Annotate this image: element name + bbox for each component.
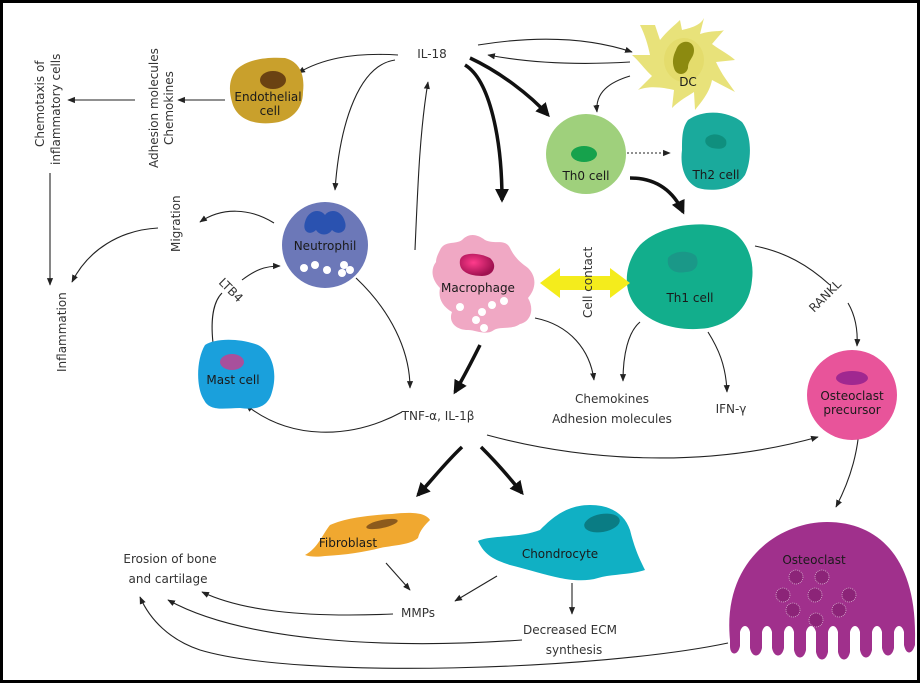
dc-label: DC xyxy=(679,75,697,89)
mmps-label: MMPs xyxy=(401,606,435,620)
arrow-rankl-to-ocprecursor xyxy=(847,302,861,347)
osteoclast-label: Osteoclast xyxy=(782,553,846,567)
dendritic-cell: DC xyxy=(632,18,735,110)
inflammatory-cells-label: inflammatory cells xyxy=(49,54,63,165)
macrophage-nucleus xyxy=(459,253,495,276)
cell-contact-arrow: Cell contact xyxy=(540,247,630,318)
osteoclast-precursor-cell: Osteoclast precursor xyxy=(807,350,897,440)
arrow-dc-to-il18 xyxy=(487,53,631,64)
endothelial-nucleus xyxy=(260,71,286,89)
osteoclast-precursor-label-2: precursor xyxy=(823,403,880,417)
arrow-il18-to-macrophage xyxy=(464,63,509,203)
arrow-th1-to-rankl xyxy=(754,245,831,286)
th1-cell: Th1 cell xyxy=(626,224,753,330)
osteoclast-precursor-label: Osteoclast xyxy=(820,389,884,403)
endothelial-label: Endothelial xyxy=(234,90,301,104)
macrophage-cell: Macrophage xyxy=(432,235,535,333)
arrow-migration-to-inflammation xyxy=(71,227,159,283)
chondrocyte-label: Chondrocyte xyxy=(522,547,598,561)
il18-label: IL-18 xyxy=(417,47,447,61)
macrophage-label: Macrophage xyxy=(441,281,515,295)
mast-nucleus xyxy=(220,354,244,370)
arrow-th0-to-th1 xyxy=(629,176,685,215)
arrow-chondrocyte-to-mmps xyxy=(454,575,498,602)
chemotaxis-label: Chemotaxis of xyxy=(33,60,47,147)
neutrophil-nucleus xyxy=(304,210,346,235)
erosion-label-2: and cartilage xyxy=(128,572,207,586)
arrows xyxy=(46,38,861,669)
arrow-il18-to-endothelial xyxy=(297,53,399,74)
th1-label: Th1 cell xyxy=(665,291,713,305)
th2-cell: Th2 cell xyxy=(681,112,750,190)
th2-label: Th2 cell xyxy=(691,168,739,182)
osteoclast-precursor-nucleus xyxy=(836,371,868,385)
chemokines-out-label: Chemokines xyxy=(575,392,649,406)
rankl-label: RANKL xyxy=(806,277,844,315)
cell-contact-label: Cell contact xyxy=(581,247,595,318)
mast-label: Mast cell xyxy=(206,373,259,387)
arrow-ltb4-to-neutrophil xyxy=(241,262,281,281)
dc-nucleus xyxy=(672,41,694,74)
chemokines-label: Chemokines xyxy=(162,71,176,145)
arrow-ecm-to-erosion xyxy=(167,599,523,645)
osteoclast-cell: Osteoclast xyxy=(729,522,916,660)
ra-pathogenesis-diagram: Endothelial cell DC Th0 cell Th2 cell Th… xyxy=(33,18,916,669)
inflammation-label: Inflammation xyxy=(55,292,69,372)
neutrophil-label: Neutrophil xyxy=(294,239,357,253)
ifn-gamma-label: IFN-γ xyxy=(716,402,747,416)
neutrophil-granules xyxy=(300,261,354,277)
arrow-osteoclast-to-erosion xyxy=(139,596,729,669)
arrow-tnf-to-mast xyxy=(245,404,403,433)
arrow-neutrophil-to-tnf xyxy=(355,277,414,389)
th0-cell: Th0 cell xyxy=(546,114,626,194)
tnf-il1-label: TNF-α, IL-1β xyxy=(401,409,475,423)
arrow-fibroblast-to-mmps xyxy=(385,562,411,591)
arrow-il18-to-dc xyxy=(477,38,633,53)
chondrocyte-cell: Chondrocyte xyxy=(478,505,645,581)
migration-label: Migration xyxy=(169,195,183,252)
arrow-macrophage-to-tnf xyxy=(453,344,482,395)
arrow-macrophage-to-chemokines xyxy=(534,317,597,381)
osteoclast-nuclei xyxy=(775,569,857,628)
adhesion-molecules-out-label: Adhesion molecules xyxy=(552,412,672,426)
arrow-th1-to-chemokines xyxy=(619,321,641,382)
fibroblast-label: Fibroblast xyxy=(319,536,378,550)
ecm-label: Decreased ECM xyxy=(523,623,617,637)
chondrocyte-nucleus xyxy=(584,513,620,533)
arrow-mmps-to-erosion xyxy=(201,591,394,616)
arrow-dc-to-th0 xyxy=(593,75,631,113)
arrow-macrophage-to-il18 xyxy=(414,81,430,251)
arrow-mast-to-ltb4 xyxy=(211,292,223,344)
erosion-label: Erosion of bone xyxy=(123,552,216,566)
th2-nucleus xyxy=(705,134,727,149)
ltb4-label: LTB4 xyxy=(216,275,246,305)
arrow-neutrophil-to-migration xyxy=(199,210,275,224)
adhesion-molecules-label: Adhesion molecules xyxy=(147,48,161,168)
endothelial-cell: Endothelial cell xyxy=(229,57,304,124)
mast-cell: Mast cell xyxy=(198,339,275,409)
th0-label: Th0 cell xyxy=(561,169,609,183)
neutrophil-cell: Neutrophil xyxy=(282,202,368,288)
arrow-il18-to-neutrophil xyxy=(332,59,396,191)
th0-nucleus xyxy=(571,146,597,162)
fibroblast-nucleus xyxy=(366,518,398,530)
th1-nucleus xyxy=(667,251,698,273)
arrow-il18-to-th0 xyxy=(469,56,550,118)
labels: IL-18 Adhesion molecules Chemokines Chem… xyxy=(33,47,844,657)
arrow-th1-to-ifng xyxy=(707,331,730,393)
fibroblast-cell: Fibroblast xyxy=(305,512,430,557)
arrow-tnf-to-ocprecursor xyxy=(486,434,819,459)
arrow-tnf-to-chondrocyte xyxy=(479,445,524,496)
endothelial-label-2: cell xyxy=(260,104,281,118)
macrophage-granules xyxy=(456,297,508,332)
ecm-label-2: synthesis xyxy=(546,643,603,657)
arrow-tnf-to-fibroblast xyxy=(416,445,464,498)
